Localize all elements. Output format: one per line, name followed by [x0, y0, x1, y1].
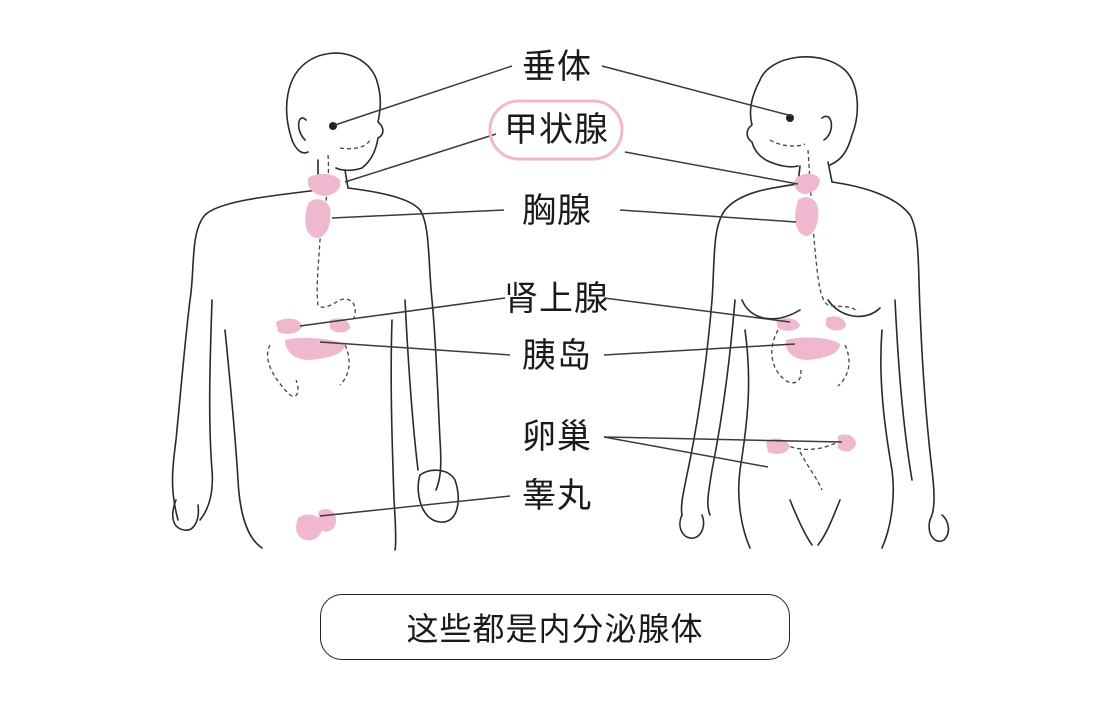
leader-lines [299, 65, 843, 517]
label-thymus: 胸腺 [522, 191, 592, 231]
label-thyroid: 甲状腺 [504, 110, 609, 150]
caption-text: 这些都是内分泌腺体 [406, 610, 704, 648]
label-ovary: 卵巢 [522, 417, 592, 457]
caption-box: 这些都是内分泌腺体 [320, 594, 790, 660]
label-adrenal: 肾上腺 [504, 279, 609, 319]
female-figure [679, 56, 950, 549]
label-islets: 胰岛 [522, 336, 592, 376]
male-figure [171, 52, 459, 551]
label-pituitary: 垂体 [522, 47, 592, 87]
thyroid-highlight [488, 99, 624, 161]
label-testis: 睾丸 [522, 476, 592, 516]
